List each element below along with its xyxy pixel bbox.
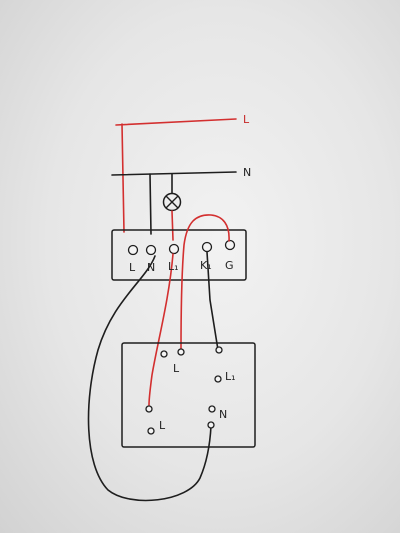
terminal-block [111,229,247,281]
supply-neutral-wire [111,171,237,176]
live-drop-wire [121,123,125,233]
block-l1-label: L₁ [168,260,179,273]
supply-live-label: L [243,113,250,126]
block-g-label: G [225,259,234,272]
lamp-return-wire [171,210,174,241]
switch-box [121,342,256,448]
switch-terminals [145,346,223,435]
neutral-loop-wire [87,255,212,502]
k1-to-switch-wire [206,251,219,351]
switch-l-left-label: L [159,419,166,432]
switch-l-top-label: L [173,362,180,375]
terminal-block-terminals [127,239,236,256]
block-n-label: N [147,261,155,274]
supply-live-wire [115,118,237,126]
block-k1-label: K₁ [200,259,212,272]
switched-live-link-wire [180,214,230,351]
switch-n-label: N [219,408,227,421]
neutral-drop-wire [149,173,152,235]
supply-neutral-label: N [243,166,251,179]
switch-l1-label: L₁ [225,370,236,383]
lamp-cross-icon [162,192,182,212]
live-to-switch-wire [148,253,174,406]
block-l-label: L [129,261,136,274]
